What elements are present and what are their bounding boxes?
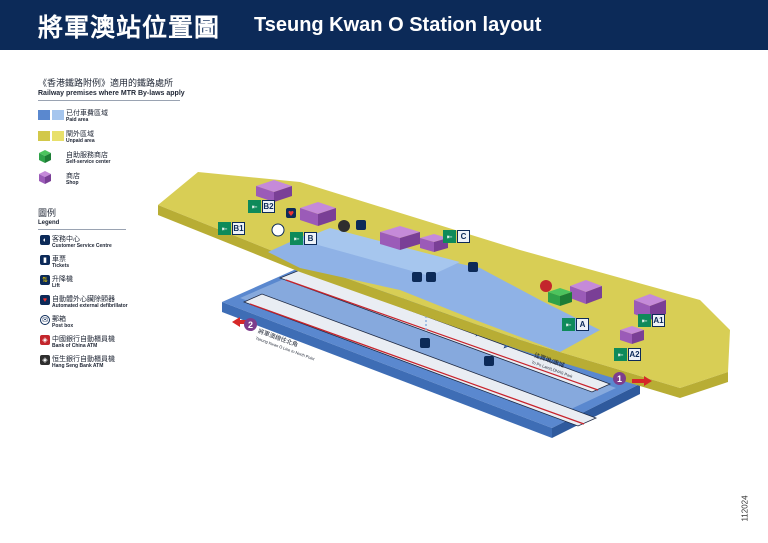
boc-atm-icon: ◈ (40, 335, 50, 345)
exit-c: ⇤ C (443, 230, 470, 243)
shop-block-2 (300, 202, 336, 226)
ticket-icon: ▮ (40, 255, 50, 265)
train-platform-2 (242, 293, 598, 427)
train-2-stripe (249, 303, 585, 425)
legend-paid-area: 已付車費區域 Paid area (38, 108, 188, 130)
boc-atm-icon (540, 280, 552, 292)
defibrillator-icon (286, 208, 296, 218)
exit-a: ⇤ A (562, 318, 589, 331)
legend-title-zh: 圖例 (38, 209, 57, 219)
map-version-code: 112024 (740, 495, 750, 522)
paid-area-swatch (38, 110, 50, 120)
arrow-left-icon (232, 317, 250, 327)
ticket-icon (468, 262, 478, 272)
legend-item-defibrillator: ♥ 自動體外心臟除顫器 Automated external defibrill… (38, 294, 188, 316)
exit-b1: ⇤ B1 (218, 222, 245, 235)
platform-slab-front-edge (222, 302, 552, 438)
exit-icon: ⇤ (290, 232, 303, 245)
concourse-level (158, 172, 730, 398)
legend-self-service: 自助服務商店 Self-service center (38, 150, 188, 172)
legend-item-tickets: ▮ 車票 Tickets (38, 254, 188, 276)
hang-seng-atm-icon: ◈ (40, 355, 50, 365)
arrow-right-icon (632, 376, 652, 386)
paid-concourse-area-light (300, 228, 460, 276)
legend-heading-en: Railway premises where MTR By-laws apply (38, 90, 185, 97)
shop-block-1 (256, 180, 292, 202)
exit-icon: ⇤ (614, 348, 627, 361)
legend-item-post-box: ✉ 郵箱 Post box (38, 314, 188, 336)
page-title-en: Tseung Kwan O Station layout (254, 14, 542, 36)
exit-a1: ⇤ A1 (638, 314, 665, 327)
exit-b: ⇤ B (290, 232, 317, 245)
legend-unpaid-area: 閘外區域 Unpaid area (38, 129, 188, 151)
post-box-icon (271, 223, 285, 237)
defibrillator-icon: ♥ (40, 295, 50, 305)
self-service-centre (548, 288, 572, 306)
legend-heading-zh: 《香港鐵路附例》適用的鐵路處所 (38, 79, 174, 89)
train-platform-1 (278, 269, 612, 393)
lift-icon-2 (426, 272, 436, 282)
lift-icon (412, 272, 422, 282)
page-title-zh: 將軍澳站位置圖 (38, 13, 221, 42)
platform-2-number: 2 (244, 318, 257, 331)
area-legend: 《香港鐵路附例》適用的鐵路處所 Railway premises where M… (38, 76, 188, 186)
exit-icon: ⇤ (443, 230, 456, 243)
title-bar: 將軍澳站位置圖 Tseung Kwan O Station layout (0, 0, 768, 50)
legend-divider (38, 100, 180, 101)
legend-item-boc-atm: ◈ 中國銀行自動櫃員機 Bank of China ATM (38, 334, 188, 356)
shop-block-7 (620, 326, 644, 344)
legend-item-customer-service: ◐ 客務中心 Customer Service Centre (38, 234, 188, 256)
hang-seng-atm-icon (338, 220, 350, 232)
symbol-legend: 圖例 Legend ◐ 客務中心 Customer Service Centre… (38, 206, 128, 369)
paid-concourse-area (268, 232, 600, 352)
legend-title-en: Legend (38, 220, 60, 226)
unpaid-area-swatch-light (52, 131, 64, 141)
paid-area-swatch-light (52, 110, 64, 120)
legend-title-divider (38, 229, 126, 230)
exit-b2: ⇤ B2 (248, 200, 275, 213)
shop-block-3 (380, 226, 420, 250)
exit-icon: ⇤ (562, 318, 575, 331)
exit-a2: ⇤ A2 (614, 348, 641, 361)
train-1-stripe (285, 279, 599, 391)
legend-item-lift: ⇅ 升降機 Lift (38, 274, 188, 296)
shop-block-5 (570, 280, 602, 304)
legend-item-hang-seng-atm: ◈ 恒生銀行自動櫃員機 Hang Seng Bank ATM (38, 354, 188, 376)
direction-arrows (232, 317, 652, 386)
svg-text:♥: ♥ (288, 210, 294, 218)
shops (256, 180, 666, 344)
customer-service-icon: ◐ (40, 235, 50, 245)
exit-icon: ⇤ (248, 200, 261, 213)
exit-icon: ⇤ (218, 222, 231, 235)
platform-1-number: 1 (613, 372, 626, 385)
exit-icon: ⇤ (638, 314, 651, 327)
unpaid-area-swatch (38, 131, 50, 141)
lift-icon: ⇅ (40, 275, 50, 285)
platform-defibrillator-icon (484, 356, 494, 366)
self-service-cube-icon (39, 150, 51, 163)
legend-shop: 商店 Shop (38, 171, 188, 193)
map-facility-icons: ♥ (271, 208, 494, 366)
post-box-icon: ✉ (40, 315, 50, 325)
shop-cube-icon (39, 171, 51, 184)
platform-lift-icon (420, 338, 430, 348)
customer-service-icon (356, 220, 366, 230)
